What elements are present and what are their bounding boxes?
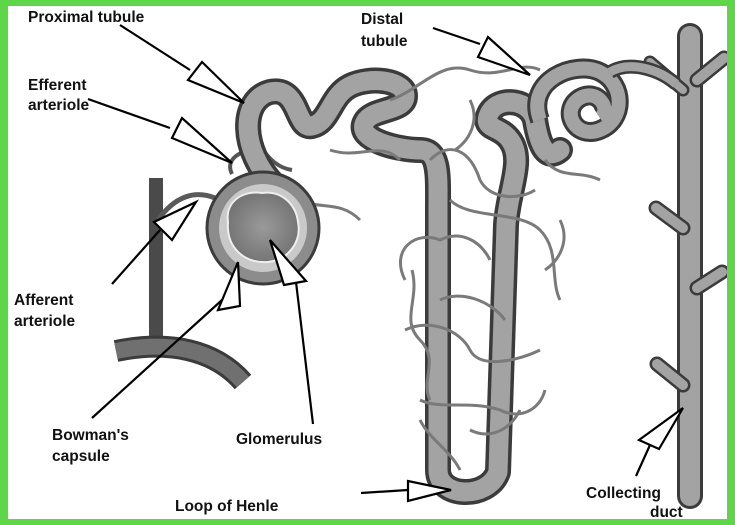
label-collecting-duct: duct	[650, 504, 683, 519]
label-bowmans-capsule: Bowman's	[52, 427, 129, 444]
label-collecting-duct: Collecting	[586, 485, 661, 502]
label-bowmans-capsule: capsule	[52, 448, 110, 465]
label-afferent-arteriole: Afferent	[14, 292, 73, 309]
label-proximal-tubule: Proximal tubule	[28, 9, 145, 26]
label-distal-tubule: tubule	[361, 33, 408, 50]
diagram-panel: Proximal tubule Efferent arteriole Affer…	[8, 6, 727, 519]
label-afferent-arteriole: arteriole	[14, 313, 76, 330]
label-distal-tubule: Distal	[361, 11, 403, 28]
nephron-diagram: Proximal tubule Efferent arteriole Affer…	[8, 6, 727, 519]
distal-tubule-coils	[537, 67, 676, 132]
label-glomerulus: Glomerulus	[236, 431, 322, 448]
label-efferent-arteriole: Efferent	[28, 77, 87, 94]
label-loop-of-henle: Loop of Henle	[175, 498, 279, 515]
label-efferent-arteriole: arteriole	[28, 97, 90, 114]
glomerulus	[228, 192, 299, 262]
